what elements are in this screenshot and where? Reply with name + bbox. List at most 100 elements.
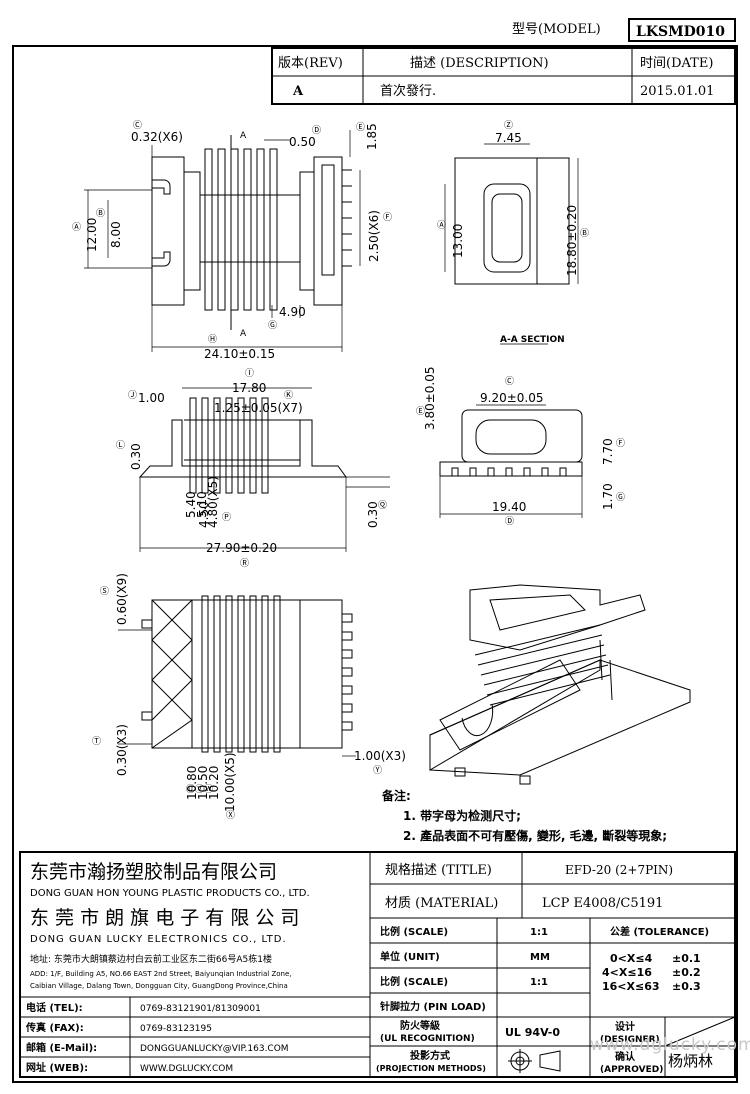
watermark: www.dglucky.com bbox=[590, 1035, 750, 1055]
approved-value: 杨炳林 bbox=[668, 1052, 713, 1070]
dim-a: 12.00 bbox=[85, 218, 99, 252]
dim-u: 10.80 bbox=[185, 766, 199, 800]
mail-value: DONGGUANLUCKY@VIP.163.COM bbox=[140, 1044, 289, 1054]
front-view: 17.80 Ⓘ 1.00 Ⓙ 1.25±0.05(X7) Ⓚ 0.30 Ⓛ 5.… bbox=[116, 368, 390, 569]
scale-label: 比例 (SCALE) bbox=[380, 925, 448, 938]
tolerance-range-2: 4<X≤16 bbox=[602, 966, 652, 979]
tel-label: 电话 (TEL): bbox=[26, 1001, 83, 1014]
dim-q: 0.30 bbox=[366, 501, 380, 528]
scale2-value: 1:1 bbox=[530, 977, 548, 988]
dim-i: 17.80 bbox=[232, 381, 266, 395]
svg-text:Ⓣ: Ⓣ bbox=[92, 736, 101, 747]
dim-width: 24.10±0.15 bbox=[204, 347, 275, 361]
dim-t: 0.30(X3) bbox=[115, 724, 129, 776]
rev-label: 版本(REV) bbox=[278, 56, 343, 71]
dim-e1: 3.80±0.05 bbox=[423, 367, 437, 431]
dim-p1: 4.80(X5) bbox=[206, 476, 220, 528]
dim-b: 8.00 bbox=[109, 221, 123, 248]
svg-text:A: A bbox=[240, 131, 247, 141]
designer-label-1: 设计 bbox=[615, 1020, 635, 1033]
dim-f: 2.50(X6) bbox=[367, 210, 381, 262]
mail-label: 邮箱 (E-Mail): bbox=[26, 1041, 97, 1054]
model-label: 型号(MODEL) bbox=[512, 22, 601, 37]
dim-b1: 18.80±0.20 bbox=[565, 205, 579, 276]
fax-label: 传真 (FAX): bbox=[25, 1021, 84, 1034]
svg-text:Ⓕ: Ⓕ bbox=[616, 438, 625, 449]
address-en-1: ADD: 1/F, Building A5, NO.66 EAST 2nd St… bbox=[30, 970, 292, 978]
dim-g: 4.90 bbox=[279, 305, 306, 319]
svg-text:Ⓨ: Ⓨ bbox=[373, 765, 382, 776]
svg-text:Ⓗ: Ⓗ bbox=[208, 334, 217, 345]
rev-value: A bbox=[292, 84, 304, 99]
svg-text:Ⓩ: Ⓩ bbox=[504, 120, 513, 131]
dim-c: 0.32(X6) bbox=[131, 130, 183, 144]
tolerance-value-3: ±0.3 bbox=[672, 980, 701, 993]
fax-value: 0769-83123195 bbox=[140, 1024, 212, 1034]
svg-text:Ⓖ: Ⓖ bbox=[268, 320, 277, 331]
svg-text:Ⓒ: Ⓒ bbox=[133, 120, 142, 131]
desc-label: 描述 (DESCRIPTION) bbox=[410, 56, 549, 71]
svg-text:Ⓧ: Ⓧ bbox=[226, 810, 235, 821]
projection-label-1: 投影方式 bbox=[410, 1049, 450, 1062]
scale-value: 1:1 bbox=[530, 927, 548, 938]
address-cn: 地址: 东莞市大朗镇蔡边村白云前工业区东二街66号A5栋1楼 bbox=[30, 953, 272, 965]
tolerance-range-1: 0<X≤4 bbox=[610, 952, 653, 965]
svg-text:Ⓡ: Ⓡ bbox=[240, 558, 249, 569]
svg-text:A: A bbox=[240, 329, 247, 339]
notes-title: 备注: bbox=[381, 788, 411, 803]
dim-s: 0.60(X9) bbox=[115, 573, 129, 625]
title-value: EFD-20 (2+7PIN) bbox=[565, 863, 673, 877]
section-label: A-A SECTION bbox=[500, 335, 565, 345]
scale2-label: 比例 (SCALE) bbox=[380, 975, 448, 988]
end-view: 7.45 Ⓩ 13.00 Ⓐ 18.80±0.20 Ⓑ A-A SECTION bbox=[437, 120, 589, 345]
ul-label-2: (UL RECOGNITION) bbox=[380, 1034, 475, 1044]
svg-text:Ⓙ: Ⓙ bbox=[128, 390, 137, 401]
dim-f1: 7.70 bbox=[601, 438, 615, 465]
dim-w: 10.20 bbox=[207, 766, 221, 800]
projection-label-2: (PROJECTION METHODS) bbox=[376, 1064, 486, 1073]
ul-label-1: 防火等級 bbox=[400, 1019, 440, 1032]
svg-text:Ⓕ: Ⓕ bbox=[383, 212, 392, 223]
svg-text:Ⓠ: Ⓠ bbox=[378, 500, 387, 511]
model-box bbox=[628, 18, 736, 42]
tolerance-value-2: ±0.2 bbox=[672, 966, 701, 979]
date-label: 时间(DATE) bbox=[640, 56, 713, 71]
dim-o: 5.10 bbox=[195, 491, 209, 518]
bottom-view: 0.60(X9) Ⓢ 0.30(X3) Ⓣ 1.00(X3) Ⓨ 10.80 1… bbox=[92, 573, 406, 821]
address-en-2: Caibian Village, Dalang Town, Dongguan C… bbox=[30, 982, 288, 990]
svg-text:Ⓓ: Ⓓ bbox=[312, 125, 321, 136]
tolerance-value-1: ±0.1 bbox=[672, 952, 701, 965]
side-view: 9.20±0.05 Ⓒ 3.80±0.05 Ⓔ 7.70 Ⓕ 1.70 Ⓖ 19… bbox=[416, 367, 625, 528]
svg-text:Ⓑ: Ⓑ bbox=[96, 208, 105, 219]
company-name-cn-2: 东 莞 市 朗 旗 电 子 有 限 公 司 bbox=[30, 907, 299, 929]
projection-symbol bbox=[508, 1049, 561, 1073]
dim-a1: 13.00 bbox=[451, 224, 465, 258]
company-name-en-2: DONG GUAN LUCKY ELECTRONICS CO., LTD. bbox=[30, 934, 287, 945]
dim-d: 0.50 bbox=[289, 135, 316, 149]
svg-text:Ⓔ: Ⓔ bbox=[416, 406, 425, 417]
dim-d1: 19.40 bbox=[492, 500, 526, 514]
svg-text:Ⓚ: Ⓚ bbox=[284, 390, 293, 401]
title-block: 东莞市瀚扬塑胶制品有限公司 DONG GUAN HON YOUNG PLASTI… bbox=[19, 851, 750, 1078]
title-label: 规格描述 (TITLE) bbox=[385, 862, 492, 878]
svg-text:Ⓐ: Ⓐ bbox=[437, 220, 446, 231]
company-name-cn-1: 东莞市瀚扬塑胶制品有限公司 bbox=[30, 861, 277, 883]
web-value: WWW.DGLUCKY.COM bbox=[140, 1064, 233, 1074]
desc-value: 首次發行. bbox=[380, 83, 436, 99]
dim-n: 5.40 bbox=[184, 491, 198, 518]
dim-r: 27.90±0.20 bbox=[206, 541, 277, 555]
svg-text:Ⓒ: Ⓒ bbox=[505, 376, 514, 387]
company-name-en-1: DONG GUAN HON YOUNG PLASTIC PRODUCTS CO.… bbox=[30, 888, 310, 899]
designer-label-2: (DESIGNER) bbox=[600, 1035, 660, 1045]
svg-text:Ⓑ: Ⓑ bbox=[580, 228, 589, 239]
material-value: LCP E4008/C5191 bbox=[542, 896, 663, 911]
unit-label: 单位 (UNIT) bbox=[380, 950, 440, 963]
dim-y: 1.00(X3) bbox=[354, 749, 406, 763]
sheet-border bbox=[12, 45, 738, 1083]
dim-l: 0.30 bbox=[129, 443, 143, 470]
top-view: A A 0.32(X6) Ⓒ 0.50 Ⓓ 1.85 Ⓔ 12.00 Ⓐ 8.0… bbox=[72, 120, 392, 361]
svg-text:Ⓘ: Ⓘ bbox=[245, 368, 254, 379]
pin-load-label: 针脚拉力 (PIN LOAD) bbox=[380, 1000, 486, 1013]
dim-v: 10.50 bbox=[196, 766, 210, 800]
